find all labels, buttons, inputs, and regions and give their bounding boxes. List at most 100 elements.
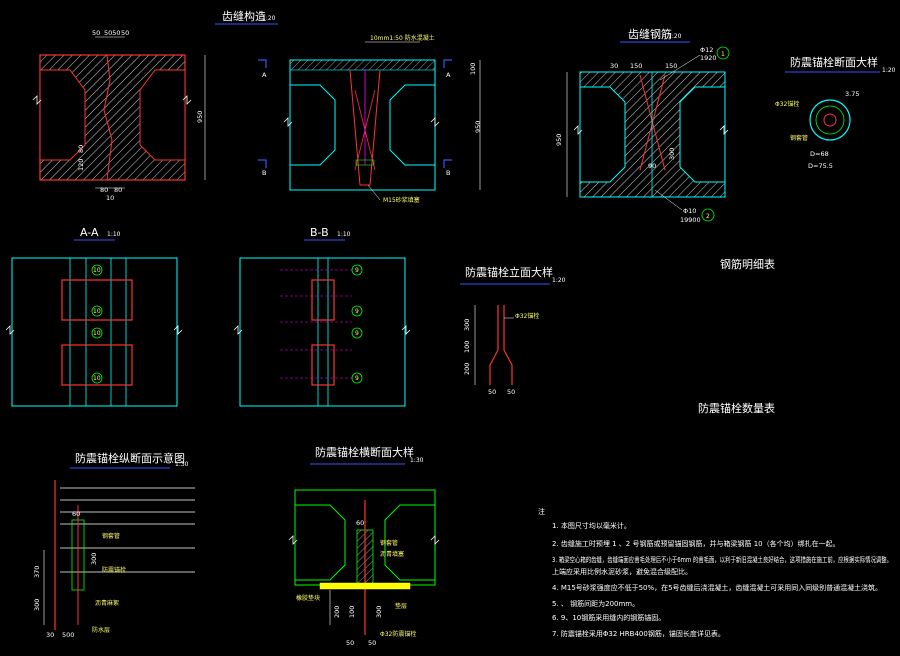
outer-sleeve bbox=[809, 99, 851, 141]
long-label-2: 防震锚栓 bbox=[102, 566, 126, 574]
long-bottom-2: 500 bbox=[62, 631, 74, 639]
aa-tooth-upper bbox=[61, 279, 133, 321]
aa-bubble-label: 10 bbox=[93, 375, 101, 382]
break-mark-right bbox=[182, 95, 192, 105]
detail-d1: D=68 bbox=[810, 150, 829, 158]
note-line: 3. 箱梁空心箱的齿缝，齿缝端面应凿毛处理后不小于6mm 的凿毛面，以利于新旧混… bbox=[552, 555, 892, 564]
section-mark-b-left: B bbox=[262, 169, 266, 177]
view-anchor-cross-section: 防震锚栓横断面大样 1:30 60 200 100 300 50 50 钢套管 … bbox=[288, 445, 440, 647]
tooth-break-right bbox=[719, 125, 729, 135]
bubble-1-label: 1 bbox=[721, 51, 725, 58]
dim-height: 950 bbox=[196, 111, 204, 123]
elev-dim-3: 200 bbox=[463, 363, 471, 375]
dim-bottom-2: 80 bbox=[100, 186, 108, 194]
elev-dim-1: 300 bbox=[463, 319, 471, 331]
elev-label: Φ32锚栓 bbox=[515, 312, 539, 320]
cross-60: 60 bbox=[356, 519, 364, 527]
notes-heading: 注 bbox=[538, 507, 545, 516]
tooth-rebar1-label: Φ12 bbox=[700, 46, 713, 54]
bb-bubble-label: 9 bbox=[355, 330, 359, 337]
bb-bubble-label: 9 bbox=[355, 267, 359, 274]
long-300: 300 bbox=[90, 553, 98, 565]
detail-t: 3.75 bbox=[845, 90, 859, 98]
view-section-bb: B-B 1:10 9 9 9 9 bbox=[233, 226, 411, 407]
bb-bubble bbox=[351, 372, 363, 384]
section-arrow-a-right bbox=[443, 59, 452, 68]
cross-dim-3: 300 bbox=[375, 606, 383, 618]
section-arrow-a-left bbox=[258, 59, 267, 68]
bb-tooth-upper bbox=[311, 279, 335, 321]
long-bottom-1: 30 bbox=[46, 631, 54, 639]
notes-block: 注 1. 本图尺寸均以毫米计。 2. 齿缝施工时预埋 1 、2 号钢筋或预留锚固… bbox=[538, 507, 892, 638]
tooth-right-void bbox=[679, 86, 726, 183]
dim-top-3: 50 bbox=[121, 29, 129, 37]
tooth-rebar2-label: Φ10 bbox=[683, 207, 696, 215]
view-scale: 1:20 bbox=[668, 33, 682, 40]
mid-break-left bbox=[283, 117, 293, 127]
tooth-rebar-cross2 bbox=[639, 74, 666, 171]
long-label-4: 防水层 bbox=[92, 626, 110, 634]
bb-tooth-lower bbox=[311, 344, 335, 386]
cross-label-1: 钢套管 bbox=[380, 539, 398, 547]
view-title: 防震锚栓横断面大样 bbox=[315, 445, 414, 459]
view-scale: 1:10 bbox=[337, 231, 351, 238]
aa-bubble-label: 10 bbox=[93, 267, 101, 274]
long-dim-1: 370 bbox=[33, 566, 41, 578]
section-mark-a-right: A bbox=[446, 71, 451, 79]
mid-note-leader-bottom bbox=[367, 184, 381, 201]
cross-break-right bbox=[430, 535, 440, 545]
bb-bubble-label: 9 bbox=[355, 308, 359, 315]
left-void bbox=[39, 69, 86, 161]
tooth-dim-300: 300 bbox=[668, 148, 676, 160]
view-title: B-B bbox=[310, 226, 329, 239]
aa-bubble-label: 10 bbox=[93, 308, 101, 315]
elev-bottom-2: 50 bbox=[507, 388, 515, 396]
tooth-rebar1-sub: 1920 bbox=[700, 54, 717, 62]
tooth-dim-950: 950 bbox=[555, 134, 563, 146]
cross-bearing-pad bbox=[319, 582, 411, 590]
mid-dim-100-right: 100 bbox=[469, 63, 477, 75]
cross-break-left bbox=[288, 535, 298, 545]
section-mark-b-right: B bbox=[446, 169, 450, 177]
mid-note-bottom: M15砂浆填塞 bbox=[383, 196, 420, 204]
mid-note-top: 10mm1:50 防水混凝土 bbox=[370, 34, 435, 42]
mid-dim-950: 950 bbox=[474, 121, 482, 133]
bubble-1 bbox=[716, 46, 730, 60]
note-line: 4. M15号砂浆强度应不低于50%，在5号齿缝后浇混凝土，齿缝混凝土可采用同入… bbox=[552, 583, 882, 592]
right-void bbox=[139, 69, 186, 161]
tooth-dim-90: 90 bbox=[648, 162, 656, 170]
view-title: 防震锚栓断面大样 bbox=[790, 55, 878, 69]
mid-key-red bbox=[349, 69, 381, 186]
cross-label-3: 橡胶垫块 bbox=[296, 594, 320, 602]
mid-pavement-layer bbox=[289, 59, 436, 71]
cross-label-2: 沥青填塞 bbox=[380, 550, 404, 558]
long-dim-2: 300 bbox=[33, 599, 41, 611]
tooth-dim-30: 30 bbox=[610, 62, 618, 70]
view-anchor-elevation: 防震锚栓立面大样 1:20 300 100 200 50 50 Φ32锚栓 bbox=[460, 265, 566, 396]
view-title: 防震锚栓立面大样 bbox=[465, 265, 553, 279]
bb-bubble bbox=[351, 327, 363, 339]
dim-inner-1: 120 bbox=[77, 159, 85, 171]
mid-break-right bbox=[430, 117, 440, 127]
anchor-bolt bbox=[823, 113, 837, 127]
bb-bubble bbox=[351, 305, 363, 317]
note-line: 上端应采用比例水泥砂浆，避免混合级配比。 bbox=[552, 567, 692, 576]
aa-tooth-lower bbox=[61, 344, 133, 386]
long-label-1: 钢套管 bbox=[102, 532, 120, 540]
section-arrow-b-right bbox=[443, 159, 452, 168]
aa-bubble bbox=[91, 372, 103, 384]
view-title: 齿缝构造 bbox=[222, 9, 266, 23]
dim-top-2: 5050 bbox=[104, 29, 121, 37]
view-scale: 1:20 bbox=[262, 15, 276, 22]
note-line: 2. 齿缝施工时预埋 1 、2 号钢筋或预留锚固钢筋，并与箱梁钢筋 10（各个均… bbox=[552, 539, 840, 548]
bubble-2-label: 2 bbox=[706, 213, 710, 220]
view-scale: 1:10 bbox=[107, 231, 121, 238]
anchor-qty-title: 防震锚栓数量表 bbox=[698, 401, 775, 415]
aa-break-right bbox=[173, 325, 183, 335]
dim-bottom-3: 80 bbox=[114, 186, 122, 194]
detail-label2: 钢套管 bbox=[790, 134, 808, 142]
view-anchor-section-detail: 防震锚栓断面大样 1:20 D=68 D=75.5 3.75 Φ32锚栓 钢套管 bbox=[775, 55, 896, 170]
detail-label1: Φ32锚栓 bbox=[775, 100, 799, 108]
aa-bubble bbox=[91, 305, 103, 317]
cross-left-void bbox=[295, 504, 346, 581]
